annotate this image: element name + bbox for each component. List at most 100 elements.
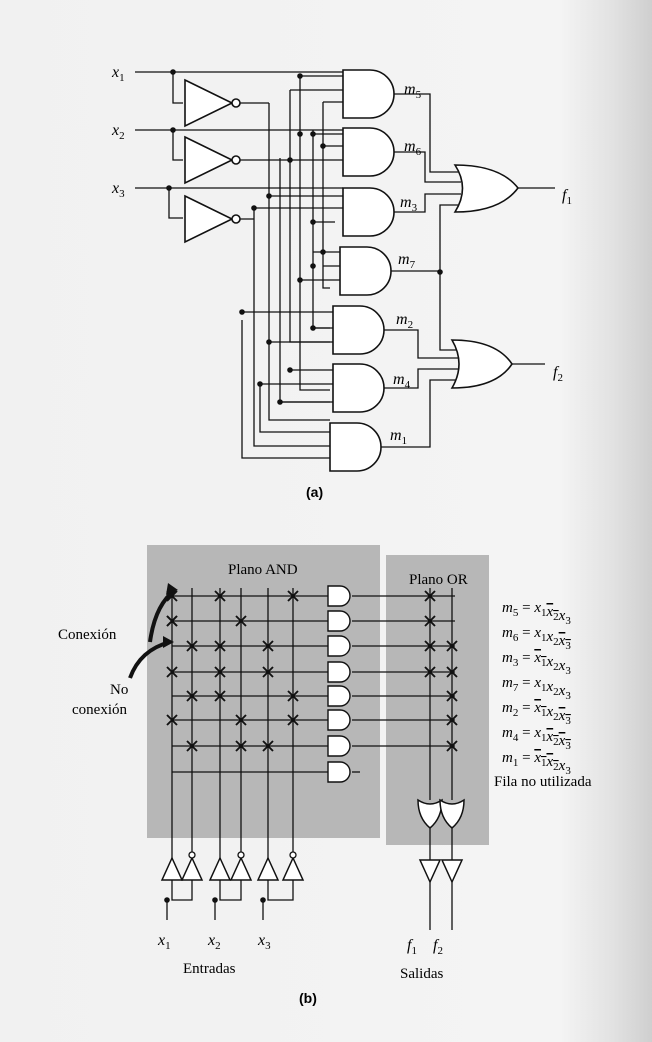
or-gate-f1 [453,164,520,213]
bus-x3-not [253,208,330,447]
or-plane [386,555,489,845]
or-connection-x [446,740,458,752]
equation-m2: m2 = x1x2x3 [502,700,571,727]
or-connection-x [446,714,458,726]
input-buffer-1 [160,856,184,881]
pla-and-gate-7 [327,735,351,757]
input-label-x2: x2 [111,122,125,142]
bus-x1-true [241,320,330,459]
input-buffer-3 [208,856,232,881]
and-plane-label: Plano AND [228,562,298,578]
m7-label: m7 [398,251,416,271]
m5-label: m5 [404,81,422,101]
bus-x1-not [268,103,330,421]
and-to-or-wires [381,93,461,448]
input-inverter-6 [281,856,305,881]
and-connection-x [214,666,226,678]
pla-and-gate-3 [327,635,351,657]
and-connection-x [262,666,274,678]
and-connection-x [214,640,226,652]
input-feed-3 [262,880,294,920]
input-feed-1 [166,880,193,920]
input-inverter-2 [180,856,204,881]
or-plane-label: Plano OR [409,572,468,588]
output-buffer-1 [418,859,442,884]
or-connection-x [424,640,436,652]
pla-and-gate-2 [327,610,351,632]
no-connection-label-1: No [110,682,128,698]
inverter-x2 [184,135,241,185]
and-gate-m6 [342,127,395,177]
and-connection-x [166,714,178,726]
junctions [166,69,443,405]
m1-label: m1 [390,427,407,447]
b-input-label-x1: x1 [157,932,171,952]
pla-and-gate-4 [327,661,351,683]
equation-m4: m4 = x1x2x3 [502,725,571,752]
or-connection-x [446,640,458,652]
input-buffer-5 [256,856,280,881]
and-connection-x [235,740,247,752]
equation-m7: m7 = x1x2x3 [502,675,571,702]
unused-row-label: Fila no utilizada [494,774,592,790]
inverter-x1 [184,78,241,128]
outputs-label: Salidas [400,966,443,982]
input-junction-3 [260,897,266,903]
and-connection-x [214,590,226,602]
and-connection-x [166,666,178,678]
b-output-label-f2: f2 [433,937,443,957]
caption-b: (b) [299,990,317,1006]
and-connection-x [235,714,247,726]
bus-x3-true [289,90,330,343]
b-output-label-f1: f1 [407,937,417,957]
pla-or-gate-2 [439,798,465,829]
b-input-label-x3: x3 [257,932,271,952]
bus-x2-not [259,384,330,433]
inverter-outputs [240,102,280,220]
input-junction-1 [164,897,170,903]
input-label-x1: x1 [111,64,125,84]
and-gate-m5 [342,69,395,119]
or-connection-x [424,666,436,678]
and-connection-x [166,615,178,627]
bus-x3-b [322,102,330,289]
equation-m6: m6 = x1x2x3 [502,625,571,652]
and-connection-x [214,690,226,702]
m2-label: m2 [396,311,413,331]
and-gate-m4 [332,363,385,413]
bus-x1-b [299,76,330,391]
and-connection-x [186,640,198,652]
figure-a: x1 x2 x3 [111,64,572,500]
equation-m3: m3 = x1x2x3 [502,650,571,677]
no-connection-arrow-head [163,636,174,648]
b-input-label-x2: x2 [207,932,221,952]
or-output-wires [512,187,555,365]
pla-grid [160,585,465,930]
and-connection-x [287,590,299,602]
and-input-wires [242,75,343,403]
connection-arrow [148,588,177,643]
and-connection-x [262,740,274,752]
m4-label: m4 [393,371,411,391]
output-label-f2: f2 [553,364,563,384]
inverter-bubble-4 [237,851,245,859]
or-connection-x [424,590,436,602]
or-gate-f2 [450,339,513,389]
and-gate-m2 [332,305,385,355]
m6-label: m6 [404,138,422,158]
input-label-x3: x3 [111,180,125,200]
pla-and-gate-5 [327,685,351,707]
and-gate-m1 [329,422,382,472]
inverter-bubble-6 [289,851,297,859]
input-feed-2 [214,880,242,920]
inputs-label: Entradas [183,961,236,977]
and-connection-x [287,690,299,702]
equation-m5: m5 = x1x2x3 [502,600,571,627]
no-connection-label-2: conexión [72,702,127,718]
pla-and-gate-1 [327,585,351,607]
inverter-bubble-2 [188,851,196,859]
caption-a: (a) [306,484,323,500]
inverter-feeds [168,72,183,219]
pla-or-gate-1 [417,798,443,829]
